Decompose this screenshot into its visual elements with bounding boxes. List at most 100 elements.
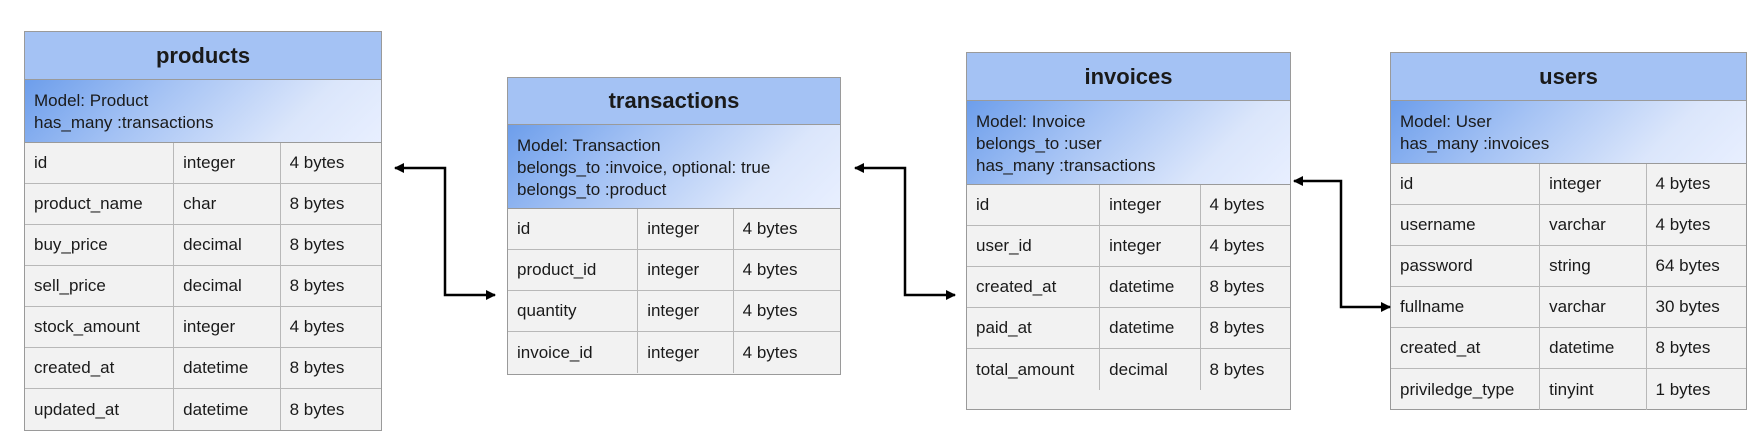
column-size: 4 bytes: [1209, 195, 1265, 214]
column-name: product_id: [508, 250, 639, 290]
column-type: varchar: [1540, 205, 1647, 245]
column-type: integer: [638, 209, 734, 249]
arrow-invoices-users: [1293, 176, 1391, 312]
column-size: 8 bytes: [1209, 277, 1265, 296]
column-size: 4 bytes: [742, 260, 798, 279]
column-type: datetime: [1100, 267, 1201, 307]
column-name: updated_at: [25, 389, 175, 430]
column-name: stock_amount: [25, 307, 175, 347]
column-name: id: [967, 185, 1101, 225]
model-line: has_many :transactions: [976, 156, 1156, 175]
column-name: product_name: [25, 184, 175, 224]
column-type: decimal: [174, 266, 281, 306]
model-line: Model: Transaction: [517, 136, 661, 155]
column-type: char: [174, 184, 281, 224]
table-title-invoices: invoices: [967, 53, 1290, 101]
column-type: integer: [174, 143, 281, 183]
column-name: priviledge_type: [1391, 369, 1541, 410]
column-type: integer: [1100, 226, 1201, 266]
column-size: 4 bytes: [289, 153, 345, 172]
model-line: belongs_to :user: [976, 134, 1102, 153]
column-type: varchar: [1540, 287, 1647, 327]
table-title-users: users: [1391, 53, 1746, 101]
column-size: 8 bytes: [1209, 359, 1265, 379]
column-name: created_at: [967, 267, 1101, 307]
model-line: belongs_to :invoice, optional: true: [517, 158, 771, 177]
column-name: quantity: [508, 291, 639, 331]
column-type: datetime: [174, 348, 281, 388]
model-line: has_many :transactions: [34, 113, 214, 132]
column-type: integer: [1100, 185, 1201, 225]
column-type: tinyint: [1540, 369, 1647, 410]
column-name: buy_price: [25, 225, 175, 265]
column-name: id: [1391, 164, 1541, 204]
column-name: fullname: [1391, 287, 1541, 327]
column-name: invoice_id: [508, 332, 639, 373]
column-type: datetime: [1100, 308, 1201, 348]
column-type: integer: [174, 307, 281, 347]
column-type: integer: [638, 291, 734, 331]
column-size: 1 bytes: [1655, 379, 1711, 399]
column-type: decimal: [1100, 349, 1201, 390]
column-size: 8 bytes: [1209, 318, 1265, 337]
column-size: 8 bytes: [289, 399, 345, 419]
column-size: 64 bytes: [1655, 256, 1720, 275]
column-size: 8 bytes: [289, 276, 345, 295]
column-type: datetime: [1540, 328, 1647, 368]
column-name: created_at: [1391, 328, 1541, 368]
model-line: Model: Invoice: [976, 112, 1086, 131]
column-type: integer: [1540, 164, 1647, 204]
column-name: username: [1391, 205, 1541, 245]
table-title-transactions: transactions: [508, 78, 840, 125]
column-name: paid_at: [967, 308, 1101, 348]
model-line: Model: User: [1400, 112, 1492, 131]
column-type: string: [1540, 246, 1647, 286]
column-size: 4 bytes: [742, 342, 798, 362]
model-description-transactions: Model: Transaction belongs_to :invoice, o…: [508, 125, 840, 209]
model-line: belongs_to :product: [517, 180, 667, 199]
table-title-products: products: [25, 32, 381, 80]
column-size: 8 bytes: [289, 235, 345, 254]
arrow-products-transactions: [394, 163, 496, 300]
column-type: integer: [638, 332, 734, 373]
column-type: decimal: [174, 225, 281, 265]
column-type: datetime: [174, 389, 281, 430]
column-size: 4 bytes: [1209, 236, 1265, 255]
column-name: sell_price: [25, 266, 175, 306]
column-type: integer: [638, 250, 734, 290]
column-name: user_id: [967, 226, 1101, 266]
column-size: 4 bytes: [742, 219, 798, 238]
model-description-invoices: Model: Invoice belongs_to :user has_many :…: [967, 101, 1290, 185]
column-name: total_amount: [967, 349, 1101, 390]
column-name: password: [1391, 246, 1541, 286]
column-size: 4 bytes: [289, 317, 345, 336]
column-size: 30 bytes: [1655, 297, 1720, 316]
column-size: 4 bytes: [1655, 174, 1711, 193]
